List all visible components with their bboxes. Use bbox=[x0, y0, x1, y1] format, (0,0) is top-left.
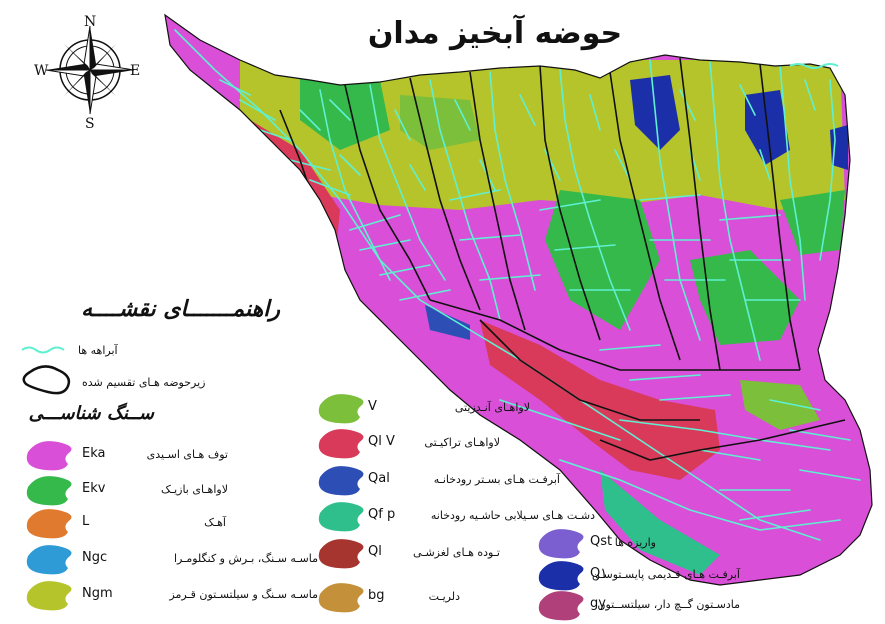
legend-code: V bbox=[368, 399, 377, 414]
rivers-symbol bbox=[21, 346, 65, 354]
legend-code: bg bbox=[368, 588, 385, 603]
legend-swatch-v bbox=[318, 394, 364, 424]
legend-label: مادسـتون گــچ دار، سیلتســتون bbox=[597, 598, 740, 611]
subbasin-symbol bbox=[22, 365, 71, 395]
legend-label: آبرفـت هـای قـدیمی پایسـتوسـن bbox=[591, 568, 740, 581]
legend-code: Ekv bbox=[82, 481, 106, 496]
unit-qal-area bbox=[425, 305, 470, 340]
legend-label: لاواهـای بازیـک bbox=[161, 483, 228, 496]
legend-swatch-ql bbox=[318, 539, 364, 569]
map-title: حوضه آبخیز مدان bbox=[367, 16, 623, 51]
unit-v-area bbox=[740, 380, 820, 430]
compass-north: N bbox=[84, 14, 97, 30]
legend-label: واریزه ها bbox=[614, 536, 656, 549]
legend-swatch-l bbox=[26, 509, 72, 539]
legend-code: Qf p bbox=[368, 507, 396, 522]
legend-label: لاواهـای آنـدزیتی bbox=[454, 401, 530, 414]
legend-swatch-qal bbox=[318, 466, 364, 496]
legend-swatch-qfp bbox=[318, 502, 364, 532]
legend-code: Eka bbox=[82, 446, 106, 461]
subbasins-label: زیرحوضه هـای تقسیم شده bbox=[82, 376, 206, 389]
legend-label: آبرفـت هـای بسـتر رودخانـه bbox=[433, 473, 560, 486]
outflow-stream bbox=[789, 63, 839, 69]
legend-label: آهـک bbox=[204, 516, 226, 529]
legend-swatches bbox=[26, 394, 584, 621]
legend-code: gy bbox=[590, 596, 606, 611]
basin-outline bbox=[164, 13, 873, 586]
compass-rose bbox=[45, 25, 135, 115]
legend-swatch-q۱ bbox=[538, 561, 584, 591]
compass-east: E bbox=[130, 63, 141, 79]
legend-swatch-gy bbox=[538, 591, 584, 621]
legend-label: ماسـه سـنگ، بـرش و کنگلومـرا bbox=[173, 552, 318, 565]
legend-swatch-eka bbox=[26, 441, 72, 471]
legend-label: دلریـت bbox=[428, 590, 460, 603]
unit-qfp-area bbox=[600, 470, 720, 575]
compass-south: S bbox=[85, 116, 95, 132]
legend-code: Ql V bbox=[368, 434, 395, 449]
legend-code: Qal bbox=[368, 471, 390, 486]
legend-label: توف هـای اسـیدی bbox=[146, 448, 228, 461]
legend-code: Ngc bbox=[82, 550, 108, 565]
legend-swatch-qst bbox=[538, 529, 584, 559]
legend-label: لاواهـای تراکیـتی bbox=[424, 436, 500, 449]
subbasin-boundaries bbox=[279, 57, 846, 461]
legend-swatch-ekv bbox=[26, 476, 72, 506]
legend-code: Ngm bbox=[82, 586, 113, 601]
legend-label: تـوده هـای لغزشـی bbox=[413, 546, 500, 559]
legend-code: Q۱ bbox=[590, 566, 608, 581]
legend-swatch-qlv bbox=[318, 429, 364, 459]
legend-swatch-ngc bbox=[26, 545, 72, 575]
compass-west: W bbox=[34, 63, 49, 79]
legend-code: L bbox=[82, 514, 90, 529]
lithology-heading: ســنگ شناســـی bbox=[28, 403, 154, 424]
legend-code: Ql bbox=[368, 544, 382, 559]
drainage-network bbox=[174, 29, 861, 541]
rivers-label: آبراهه ها bbox=[78, 344, 118, 357]
legend-label: دشـت هـای سـیلابی حاشـیه رودخانه bbox=[430, 509, 595, 522]
legend-heading: راهنمـــــــای نقشــــه bbox=[81, 296, 280, 322]
legend-code: Qst bbox=[590, 534, 613, 549]
unit-ekv-area bbox=[300, 70, 390, 150]
unit-qlv-area bbox=[480, 320, 720, 480]
legend-swatch-ngm bbox=[26, 581, 72, 611]
legend-swatch-bg bbox=[318, 583, 364, 613]
legend-label: ماسـه سـنگ و سیلتسـتون قـرمز bbox=[169, 588, 318, 601]
